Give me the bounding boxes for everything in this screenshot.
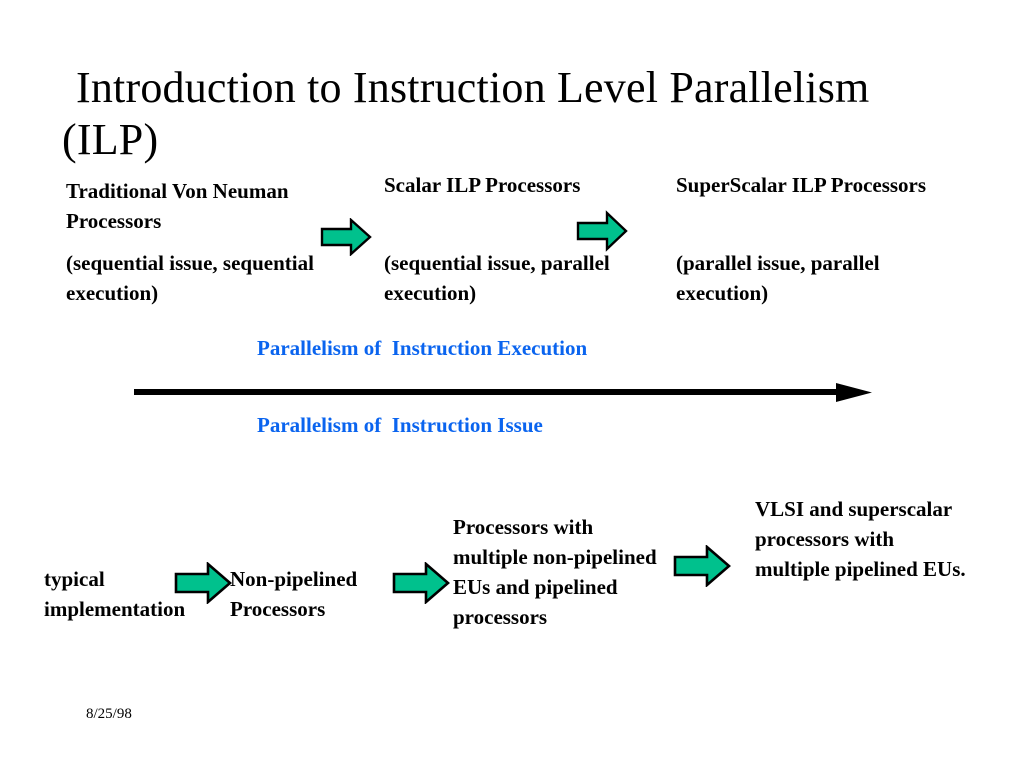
page-title-line-1: Introduction to Instruction Level Parall… xyxy=(76,63,870,112)
bottom-stage-typical-implementation: typical implementation xyxy=(44,567,186,621)
bottom-stage-vlsi-superscalar: VLSI and superscalar processors with mul… xyxy=(755,497,966,581)
stage-scalar-subtitle: (sequential issue, parallel execution) xyxy=(384,251,610,305)
bottom-stage-multiple-non-pipelined-eus: Processors with multiple non-pipelined E… xyxy=(453,515,657,629)
arrow-traditional-to-scalar-icon xyxy=(320,217,372,261)
bottom-stage-non-pipelined-processors: Non-pipelined Processors xyxy=(230,567,358,621)
axis-caption-execution: Parallelism of Instruction Execution xyxy=(257,336,588,360)
arrow-scalar-to-superscalar-icon xyxy=(576,210,628,257)
page-title-line-2: (ILP) xyxy=(62,115,159,164)
stage-traditional-title: Traditional Von Neuman Processors xyxy=(66,179,289,233)
arrow-multiple-to-vlsi-icon xyxy=(673,544,731,592)
stage-superscalar-title: SuperScalar ILP Processors xyxy=(676,173,927,197)
stage-scalar-title: Scalar ILP Processors xyxy=(384,173,581,197)
page-title: Introduction to Instruction Level Parall… xyxy=(62,62,962,166)
axis-arrow-icon xyxy=(134,378,876,413)
stage-superscalar-subtitle: (parallel issue, parallel execution) xyxy=(676,251,880,305)
footer-date: 8/25/98 xyxy=(86,706,132,722)
axis-caption-issue: Parallelism of Instruction Issue xyxy=(257,413,543,437)
arrow-nonpipelined-to-multiple-icon xyxy=(392,561,450,609)
stage-traditional-subtitle: (sequential issue, sequential execution) xyxy=(66,251,314,305)
arrow-typical-to-nonpipelined-icon xyxy=(174,561,232,609)
